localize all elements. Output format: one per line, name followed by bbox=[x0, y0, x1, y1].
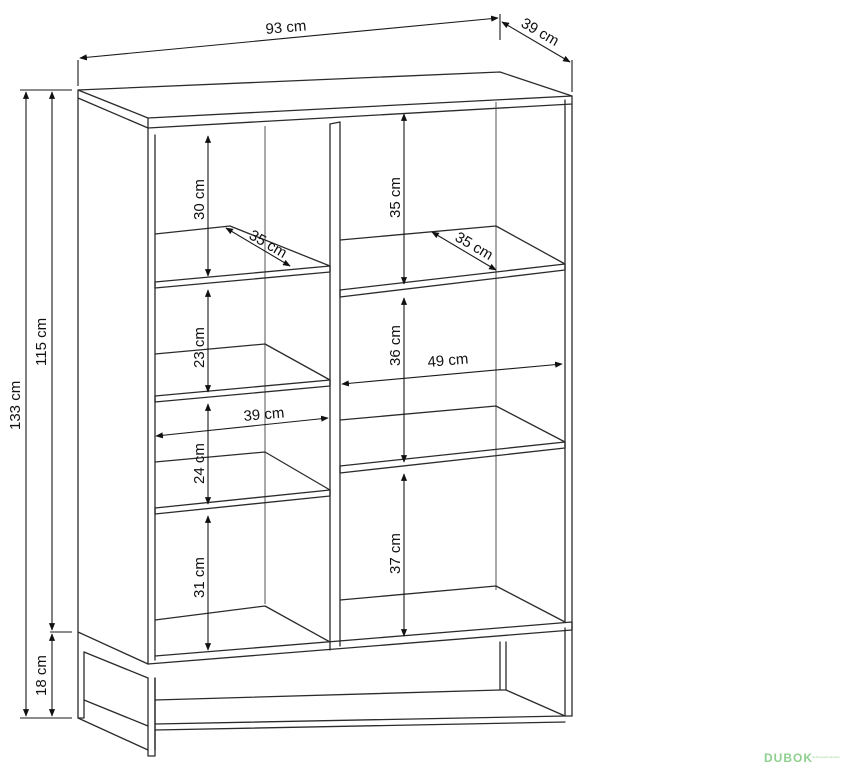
label-left-second-height: 23 cm bbox=[191, 327, 208, 368]
label-left-width: 39 cm bbox=[243, 404, 285, 424]
label-body-height: 115 cm bbox=[33, 318, 50, 366]
top-board bbox=[77, 71, 573, 119]
watermark-brand: DUBOK bbox=[764, 751, 813, 765]
label-left-third-height: 24 cm bbox=[191, 443, 208, 484]
label-left-top-height: 30 cm bbox=[191, 179, 208, 220]
label-total-width: 93 cm bbox=[265, 17, 307, 37]
leg-frame bbox=[77, 627, 573, 757]
label-total-height: 133 cm bbox=[7, 381, 24, 430]
bottom-board bbox=[147, 621, 573, 665]
label-leg-height: 18 cm bbox=[33, 655, 50, 696]
label-right-width: 49 cm bbox=[427, 350, 469, 370]
label-right-top-depth: 35 cm bbox=[452, 229, 496, 264]
cabinet-body bbox=[77, 71, 573, 757]
label-right-bottom-height: 37 cm bbox=[387, 533, 404, 574]
label-left-bottom-height: 31 cm bbox=[191, 557, 208, 598]
label-right-top-height: 35 cm bbox=[387, 177, 404, 218]
label-right-middle-height: 36 cm bbox=[387, 325, 404, 366]
label-left-top-depth: 35 cm bbox=[246, 227, 290, 262]
dimension-lines bbox=[20, 14, 573, 719]
watermark-tagline: мебельный магазин bbox=[812, 755, 840, 759]
left-side-panel bbox=[77, 97, 149, 665]
left-shelves bbox=[154, 225, 331, 643]
dimension-labels: 93 cm 39 cm 133 cm 115 cm 18 cm 30 cm 35… bbox=[7, 15, 562, 696]
watermark-logo: DUBOK мебельный магазин bbox=[764, 751, 840, 765]
right-shelves bbox=[339, 225, 566, 623]
